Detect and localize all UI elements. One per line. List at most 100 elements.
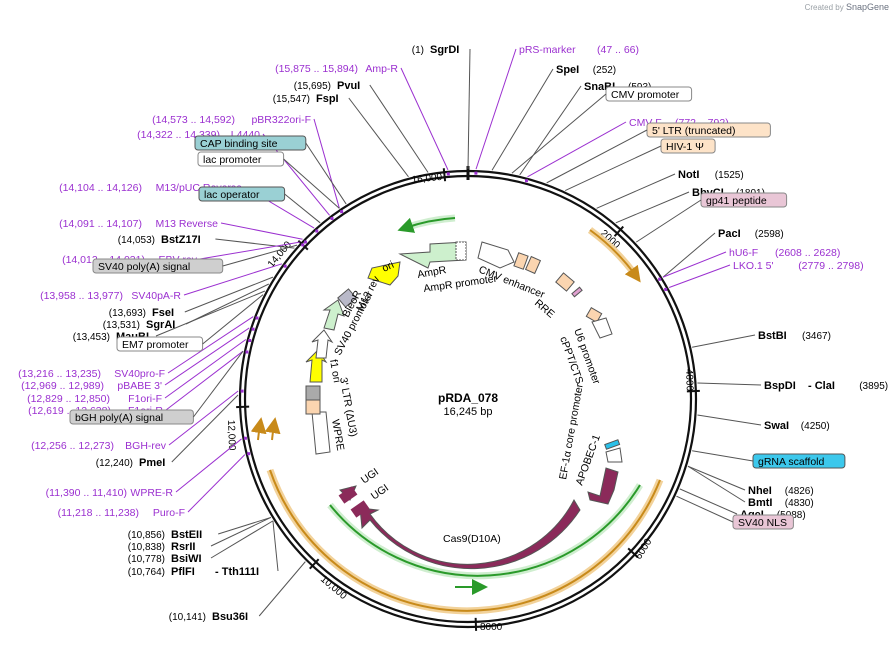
tick-label: 12,000 <box>225 420 237 451</box>
restriction-site-sgrai[interactable]: SgrAI(13,531) <box>103 319 176 331</box>
svg-text:SgrDI: SgrDI <box>430 44 459 56</box>
svg-text:(13,693): (13,693) <box>109 308 146 319</box>
svg-text:(252): (252) <box>593 65 616 76</box>
restriction-site-sgrdi[interactable]: SgrDI (1) <box>412 44 460 56</box>
svg-text:NheI: NheI <box>748 485 772 497</box>
svg-text:PvuI: PvuI <box>337 80 360 92</box>
feature-box-sv40-poly-a-signal[interactable]: SV40 poly(A) signal <box>92 258 224 274</box>
svg-text:(13,216 .. 13,235): (13,216 .. 13,235) <box>18 368 101 380</box>
svg-text:(15,875 .. 15,894): (15,875 .. 15,894) <box>275 63 358 75</box>
restriction-site-bmti[interactable]: BmtI(4830) <box>748 497 814 509</box>
restriction-site-pmei[interactable]: PmeI(12,240) <box>96 457 166 469</box>
restriction-site-bsu36i[interactable]: Bsu36I(10,141) <box>169 611 248 623</box>
svg-text:bGH poly(A) signal: bGH poly(A) signal <box>75 412 163 424</box>
primer-m13-reverse[interactable]: M13 Reverse(14,091 .. 14,107) <box>59 218 307 244</box>
feature-box-5-ltr-truncated-[interactable]: 5' LTR (truncated) <box>646 122 771 138</box>
feature-box-bgh-poly-a-signal[interactable]: bGH poly(A) signal <box>69 409 194 425</box>
svg-text:pBR322ori-F: pBR322ori-F <box>251 114 311 126</box>
restriction-site-bsiwi[interactable]: BsiWI(10,778) <box>128 553 202 565</box>
plasmid-size: 16,245 bp <box>444 406 493 418</box>
created-by-text: Created by <box>804 3 844 12</box>
svg-text:FspI: FspI <box>316 93 339 105</box>
feature-box-lac-operator[interactable]: lac operator <box>198 186 286 202</box>
feature-label-rre: RRE <box>532 297 557 320</box>
restriction-site-bsteii[interactable]: BstEII(10,856) <box>128 529 202 541</box>
svg-text:(13,453): (13,453) <box>73 332 110 343</box>
svg-text:(3895): (3895) <box>859 381 888 392</box>
primer-pbr322ori-f[interactable]: pBR322ori-F (14,573 .. 14,592) <box>152 114 344 214</box>
svg-text:(10,778): (10,778) <box>128 554 165 565</box>
svg-text:BstZ17I: BstZ17I <box>161 234 201 246</box>
feature-box-lac-promoter[interactable]: lac promoter <box>197 151 285 167</box>
restriction-site-spei[interactable]: SpeI (252) <box>556 64 616 76</box>
svg-text:M13 Reverse: M13 Reverse <box>156 218 219 230</box>
feature-box-gp41-peptide[interactable]: gp41 peptide <box>700 192 788 208</box>
plasmid-name: pRDA_078 <box>438 391 498 405</box>
primer-wpre-r[interactable]: WPRE-R(11,390 .. 11,410) <box>46 436 247 499</box>
feature-label-cas9: Cas9(D10A) <box>443 533 501 545</box>
feature-box-cap-binding-site[interactable]: CAP binding site <box>194 135 307 151</box>
restriction-site-pvui[interactable]: PvuI (15,695) <box>294 80 360 92</box>
restriction-site-noti[interactable]: NotI (1525) <box>678 169 744 181</box>
feature-label-wpre: WPRE <box>329 418 346 451</box>
feature-label-ori: ori <box>380 259 396 275</box>
svg-text:(1): (1) <box>412 45 424 56</box>
svg-text:NotI: NotI <box>678 169 699 181</box>
svg-text:BspDI: BspDI <box>764 380 796 392</box>
svg-text:(14,573 .. 14,592): (14,573 .. 14,592) <box>152 114 235 126</box>
feature-box-cmv-promoter[interactable]: CMV promoter <box>605 86 693 102</box>
svg-text:WPRE-R: WPRE-R <box>130 487 173 499</box>
primer-lko-1-5-[interactable]: LKO.1 5'(2779 .. 2798) <box>664 260 864 291</box>
svg-text:lac operator: lac operator <box>204 189 260 201</box>
restriction-site-fspi[interactable]: FspI(15,547) <box>273 93 339 105</box>
feature-box-em7-promoter[interactable]: EM7 promoter <box>116 336 204 352</box>
restriction-site-bspdi[interactable]: BspDI- ClaI(3895) <box>764 380 888 392</box>
primer-f1ori-f[interactable]: F1ori-F(12,829 .. 12,850) <box>27 339 252 405</box>
primer-sv40pa-r[interactable]: SV40pA-R(13,958 .. 13,977) <box>40 264 287 302</box>
feature-box-grna-scaffold[interactable]: gRNA scaffold <box>752 453 846 469</box>
svg-text:(12,256 .. 12,273): (12,256 .. 12,273) <box>31 440 114 452</box>
restriction-site-fsei[interactable]: FseI(13,693) <box>109 307 174 319</box>
feature-box-hiv-1-[interactable]: HIV-1 Ψ <box>660 138 716 154</box>
svg-text:SpeI: SpeI <box>556 64 579 76</box>
svg-text:(10,856): (10,856) <box>128 530 165 541</box>
restriction-site-rsrii[interactable]: RsrII(10,838) <box>128 541 196 553</box>
feature-box-sv40-nls[interactable]: SV40 NLS <box>732 514 794 530</box>
primer-pbabe-3-[interactable]: pBABE 3'(12,969 .. 12,989) <box>21 327 255 392</box>
svg-text:gp41 peptide: gp41 peptide <box>706 195 767 207</box>
restriction-site-paci[interactable]: PacI(2598) <box>718 228 784 240</box>
primer-sv40pro-f[interactable]: SV40pro-F(13,216 .. 13,235) <box>18 316 259 380</box>
primer-hu6-f[interactable]: hU6-F(2608 .. 2628) <box>658 247 840 281</box>
svg-text:(4826): (4826) <box>785 486 814 497</box>
feature-label-apobec: APOBEC-1 <box>574 433 603 487</box>
svg-text:Amp-R: Amp-R <box>365 63 398 75</box>
restriction-site-nhei[interactable]: NheI (4826) <box>748 485 814 497</box>
svg-text:Puro-F: Puro-F <box>153 507 185 519</box>
tick-label: 8000 <box>480 622 503 633</box>
svg-text:(4250): (4250) <box>801 421 830 432</box>
primer-puro-f[interactable]: Puro-F(11,218 .. 11,238) <box>58 452 251 519</box>
restriction-site-bstz17i[interactable]: BstZ17I (14,053) <box>118 234 201 246</box>
restriction-site-swai[interactable]: SwaI(4250) <box>764 420 830 432</box>
svg-text:CAP binding site: CAP binding site <box>200 138 278 150</box>
svg-text:BmtI: BmtI <box>748 497 772 509</box>
restriction-site-bstbi[interactable]: BstBI(3467) <box>758 330 831 342</box>
tick-mark <box>442 168 447 182</box>
svg-text:(10,838): (10,838) <box>128 542 165 553</box>
svg-text:hU6-F: hU6-F <box>729 247 758 259</box>
restriction-site-pflfi[interactable]: PflFI(10,764)- Tth111I <box>128 566 259 578</box>
svg-text:(14,053): (14,053) <box>118 235 155 246</box>
svg-text:(12,240): (12,240) <box>96 458 133 469</box>
svg-text:pRS-marker: pRS-marker <box>519 44 576 56</box>
svg-text:SV40 poly(A) signal: SV40 poly(A) signal <box>98 261 190 273</box>
svg-text:gRNA scaffold: gRNA scaffold <box>758 456 825 468</box>
primer-amp-r[interactable]: Amp-R (15,875 .. 15,894) <box>275 63 450 176</box>
external-labels: SgrDI(1)SpeI(252)SnaBI(593)NotI(1525)Bbv… <box>18 44 888 623</box>
svg-text:(1525): (1525) <box>715 170 744 181</box>
primer-bgh-rev[interactable]: BGH-rev(12,256 .. 12,273) <box>31 389 244 452</box>
svg-text:pBABE 3': pBABE 3' <box>117 380 162 392</box>
svg-text:- Tth111I: - Tth111I <box>215 566 259 578</box>
svg-text:BstBI: BstBI <box>758 330 787 342</box>
primer-prs-marker[interactable]: pRS-marker(47 .. 66) <box>474 44 639 175</box>
svg-text:(15,695): (15,695) <box>294 81 331 92</box>
